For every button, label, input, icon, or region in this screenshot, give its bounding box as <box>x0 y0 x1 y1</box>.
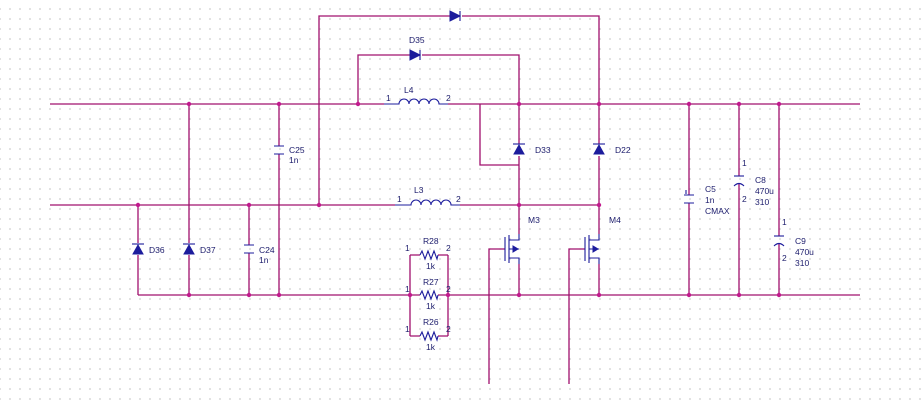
c9-pin1: 1 <box>782 217 787 227</box>
l4-label: L4 <box>404 85 414 95</box>
junction-dot <box>596 202 602 208</box>
c25-value: 1n <box>289 155 299 165</box>
wires <box>50 15 860 384</box>
l3-label: L3 <box>414 185 424 195</box>
capacitor-c8-icon[interactable] <box>733 175 745 187</box>
junction-dot <box>246 202 252 208</box>
d22-label: D22 <box>615 145 631 155</box>
resistor-r27-icon[interactable] <box>419 289 439 301</box>
diode-d35-icon[interactable] <box>409 49 422 61</box>
junction-dot <box>596 292 602 298</box>
c25-label: C25 <box>289 145 305 155</box>
d36-label: D36 <box>149 245 165 255</box>
junction-dot <box>355 101 361 107</box>
wire-l4-to-m3 <box>479 104 519 166</box>
inductor-l3-icon[interactable] <box>395 199 460 206</box>
wire-m4-gate <box>568 248 585 384</box>
wire-m3-gate <box>488 248 505 384</box>
l4-pin1: 1 <box>386 93 391 103</box>
r27-value: 1k <box>426 301 436 311</box>
c8-pin1: 1 <box>742 158 747 168</box>
r27-label: R27 <box>423 277 439 287</box>
diode-d37-icon[interactable] <box>183 243 195 255</box>
junction-dot <box>736 101 742 107</box>
c24-value: 1n <box>259 255 269 265</box>
c24-label: C24 <box>259 245 275 255</box>
r28-pin2: 2 <box>446 243 451 253</box>
capacitor-c25-icon[interactable] <box>274 145 284 155</box>
diode-d36-icon[interactable] <box>132 243 144 255</box>
junction-dot <box>186 292 192 298</box>
l4-pin2: 2 <box>446 93 451 103</box>
junction-dot <box>686 292 692 298</box>
junction-dot <box>516 202 522 208</box>
c9-label: C9 <box>795 236 806 246</box>
c5-value: 1n <box>705 195 715 205</box>
l3-pin2: 2 <box>456 194 461 204</box>
m3-label: M3 <box>528 215 540 225</box>
junction-dot <box>445 292 451 298</box>
wire-d35-loop <box>357 54 520 104</box>
c9-pin2: 2 <box>782 253 787 263</box>
junction-dot <box>776 292 782 298</box>
c9-extra: 310 <box>795 258 809 268</box>
junction-dot <box>736 292 742 298</box>
d37-label: D37 <box>200 245 216 255</box>
junction-dot <box>135 202 141 208</box>
junction-dot <box>246 292 252 298</box>
inductor-l4-icon[interactable] <box>384 98 448 105</box>
diode-d22-icon[interactable] <box>593 143 605 155</box>
r28-value: 1k <box>426 261 436 271</box>
c8-extra: 310 <box>755 197 769 207</box>
c8-pin2: 2 <box>742 194 747 204</box>
junction-dot <box>686 101 692 107</box>
wire-top-loop <box>318 15 600 205</box>
capacitor-c9-icon[interactable] <box>773 235 785 247</box>
capacitor-c24-icon[interactable] <box>244 244 254 254</box>
r26-pin1: 1 <box>405 324 410 334</box>
junction-dot <box>276 101 282 107</box>
r27-pin2: 2 <box>446 284 451 294</box>
r27-pin1: 1 <box>405 284 410 294</box>
r26-label: R26 <box>423 317 439 327</box>
d35-label: D35 <box>409 35 425 45</box>
junctions <box>135 101 782 298</box>
c9-value: 470u <box>795 247 814 257</box>
r26-value: 1k <box>426 342 436 352</box>
l3-pin1: 1 <box>397 194 402 204</box>
mosfet-m3-icon[interactable] <box>504 234 520 264</box>
junction-dot <box>596 101 602 107</box>
m4-label: M4 <box>609 215 621 225</box>
c5-label: C5 <box>705 184 716 194</box>
junction-dot <box>276 292 282 298</box>
c8-label: C8 <box>755 175 766 185</box>
c5-extra: CMAX <box>705 206 730 216</box>
capacitor-c5-icon[interactable] <box>684 190 694 204</box>
junction-dot <box>516 101 522 107</box>
junction-dot <box>186 101 192 107</box>
junction-dot <box>407 292 413 298</box>
d33-label: D33 <box>535 145 551 155</box>
r26-pin2: 2 <box>446 324 451 334</box>
diode-top-unlabeled-icon[interactable] <box>449 10 462 22</box>
junction-dot <box>776 101 782 107</box>
r28-pin1: 1 <box>405 243 410 253</box>
r28-label: R28 <box>423 236 439 246</box>
resistor-r28-icon[interactable] <box>419 249 439 261</box>
mosfet-m4-icon[interactable] <box>584 234 600 264</box>
resistor-r26-icon[interactable] <box>419 330 439 342</box>
diode-d33-icon[interactable] <box>513 143 525 155</box>
junction-dot <box>316 202 322 208</box>
c8-value: 470u <box>755 186 774 196</box>
junction-dot <box>516 292 522 298</box>
